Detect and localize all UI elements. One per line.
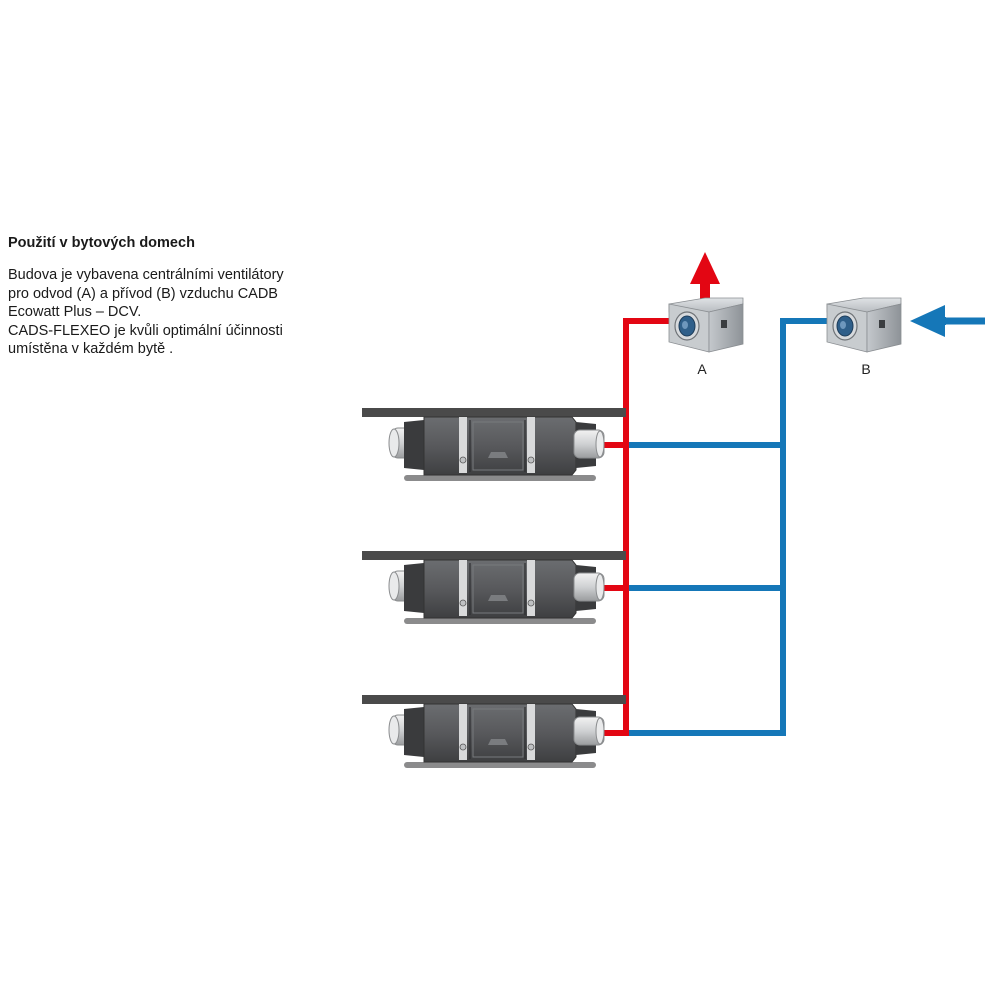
description-line-5: umístěna v každém bytě .: [8, 341, 174, 357]
fan-b-label: B: [861, 361, 870, 377]
section-heading: Použití v bytových domech: [8, 235, 195, 251]
fan-b: [826, 297, 902, 353]
apartment-unit-1: [361, 407, 627, 482]
apartment-unit-3: [361, 694, 627, 769]
description-block: Použití v bytových domech Budova je vyba…: [8, 234, 328, 359]
description-line-3: Ecowatt Plus – DCV.: [8, 304, 142, 320]
apartment-unit-2: [361, 550, 627, 625]
description-line-2: pro odvod (A) a přívod (B) vzduchu CADB: [8, 285, 278, 302]
fan-a-label: A: [697, 361, 707, 377]
arrow-up-icon: [690, 252, 720, 300]
arrow-left-icon: [910, 305, 946, 337]
description-line-1: Budova je vybavena centrálními ventiláto…: [8, 267, 284, 283]
fan-a: [668, 297, 744, 353]
description-line-4: CADS-FLEXEO je kvůli optimální účinnosti: [8, 322, 283, 339]
